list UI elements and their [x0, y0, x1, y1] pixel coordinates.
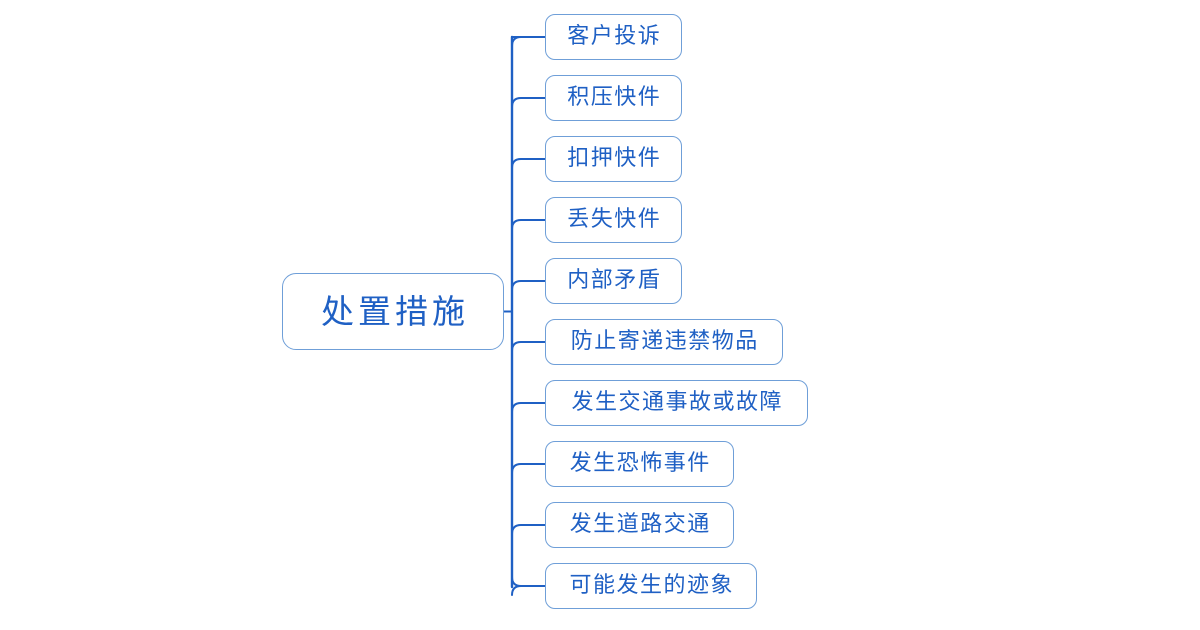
child-node[interactable]: 防止寄递违禁物品 [545, 319, 783, 365]
child-node[interactable]: 发生道路交通 [545, 502, 734, 548]
connector-branch-first [511, 36, 546, 47]
child-node-label: 可能发生的迹象 [569, 573, 734, 598]
child-node[interactable]: 内部矛盾 [545, 258, 682, 304]
connector-branch [511, 158, 546, 169]
connector-branch-last [511, 576, 546, 587]
child-node-label: 发生道路交通 [569, 512, 711, 537]
child-node[interactable]: 客户投诉 [545, 14, 682, 60]
child-node-label: 扣押快件 [567, 146, 662, 171]
child-node-label: 发生恐怖事件 [569, 451, 711, 476]
connector-branch [511, 341, 546, 352]
child-node[interactable]: 扣押快件 [545, 136, 682, 182]
connector-branch [511, 402, 546, 413]
child-node-label: 积压快件 [567, 85, 662, 110]
child-node-label: 发生交通事故或故障 [571, 390, 783, 415]
root-node-label: 处置措施 [321, 292, 469, 331]
child-node[interactable]: 可能发生的迹象 [545, 563, 757, 609]
child-node-label: 内部矛盾 [567, 268, 662, 293]
connector-branch [511, 524, 546, 535]
child-node[interactable]: 发生交通事故或故障 [545, 380, 808, 426]
child-node[interactable]: 丢失快件 [545, 197, 682, 243]
child-node[interactable]: 积压快件 [545, 75, 682, 121]
connector-branch [511, 463, 546, 474]
connector-branch [511, 97, 546, 108]
child-node-label: 客户投诉 [567, 24, 662, 49]
connector-branch [511, 219, 546, 230]
root-node[interactable]: 处置措施 [282, 273, 504, 350]
connector-branch [511, 585, 546, 596]
connector-branch [511, 280, 546, 291]
child-node[interactable]: 发生恐怖事件 [545, 441, 734, 487]
child-node-label: 防止寄递违禁物品 [570, 329, 759, 354]
child-node-label: 丢失快件 [567, 207, 662, 232]
